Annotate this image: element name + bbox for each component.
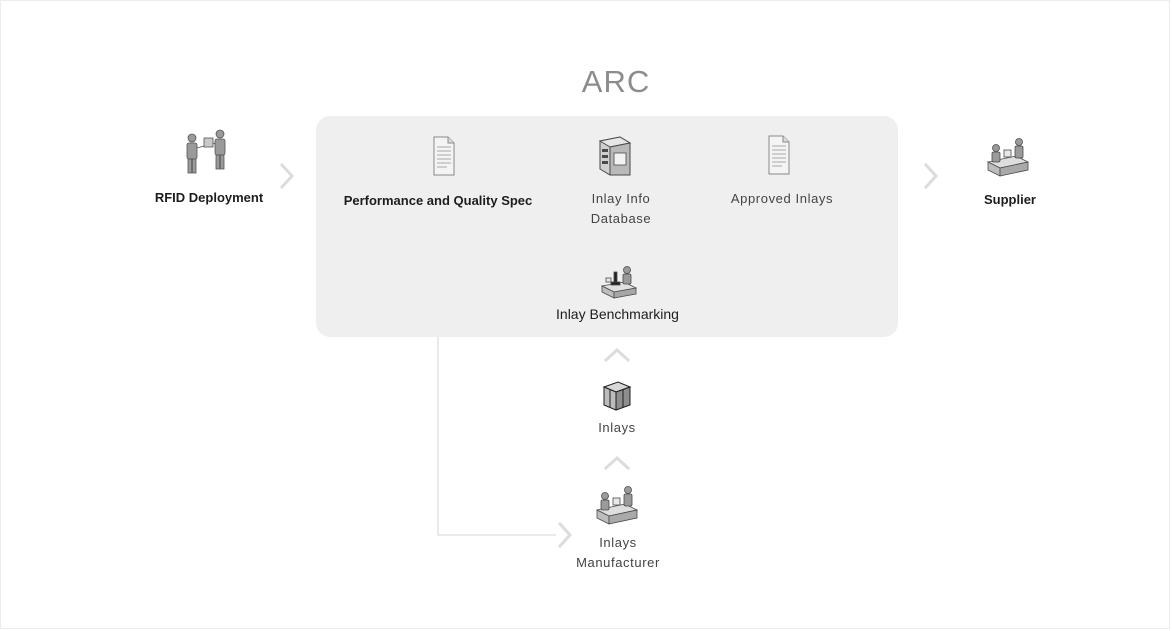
- arrow-spec-to-manufacturer: [557, 521, 573, 549]
- factory-workers-icon: [986, 138, 1030, 177]
- node-performance-quality-spec[interactable]: Performance and Quality Spec: [336, 132, 540, 222]
- node-supplier[interactable]: Supplier: [970, 134, 1050, 224]
- node-label: Supplier: [983, 192, 1036, 207]
- factory-workers-icon: [595, 486, 639, 525]
- document-icon: [433, 136, 455, 176]
- node-inlays-manufacturer[interactable]: Inlays Manufacturer: [568, 482, 668, 574]
- node-inlays[interactable]: Inlays: [586, 378, 648, 440]
- package-box-icon: [602, 381, 632, 411]
- document-icon: [768, 135, 790, 175]
- node-rfid-deployment[interactable]: RFID Deployment: [150, 126, 270, 216]
- handshake-people-icon: [186, 129, 226, 174]
- node-inlay-benchmarking[interactable]: Inlay Benchmarking: [550, 262, 685, 328]
- node-label: Inlays Manufacturer: [576, 535, 660, 570]
- arrow-approved-to-supplier: [923, 162, 939, 190]
- node-label: RFID Deployment: [154, 190, 264, 205]
- arrow-inlays-to-benchmark: [603, 347, 631, 363]
- node-label: Approved Inlays: [730, 191, 834, 206]
- microscope-worker-icon: [600, 266, 638, 299]
- node-label: Inlay Info Database: [590, 191, 652, 226]
- diagram-title: ARC: [581, 64, 651, 99]
- node-label: Inlays: [598, 420, 636, 435]
- database-server-icon: [598, 136, 632, 176]
- node-inlay-info-database[interactable]: Inlay Info Database: [576, 134, 666, 234]
- node-label: Inlay Benchmarking: [556, 306, 679, 322]
- arrow-manufacturer-to-inlays: [603, 455, 631, 471]
- line-spec-to-manufacturer: [437, 260, 556, 536]
- arrow-rfid-to-spec: [279, 162, 295, 190]
- node-approved-inlays[interactable]: Approved Inlays: [722, 132, 842, 222]
- node-label: Performance and Quality Spec: [343, 193, 533, 208]
